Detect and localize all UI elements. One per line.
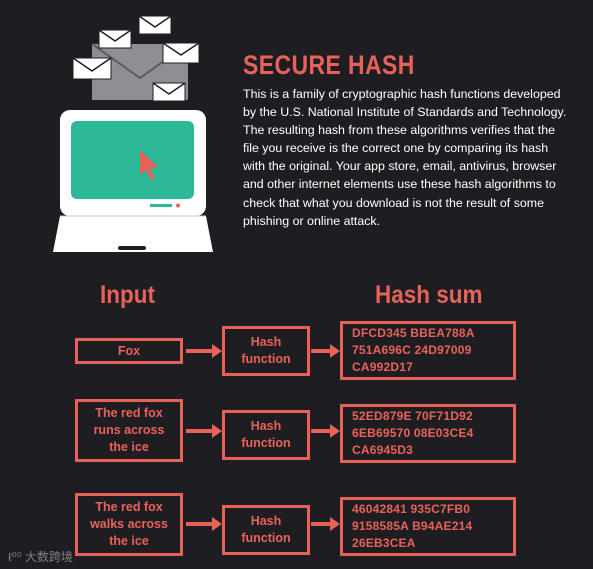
cursor-icon: [140, 150, 158, 180]
hash-sum-box: 46042841 935C7FB0 9158585A B94AE214 26EB…: [340, 497, 516, 556]
function-label: function: [241, 352, 291, 366]
hash-function-box: Hash function: [222, 410, 310, 460]
envelope-icon: [152, 82, 186, 102]
arrow-icon: [186, 517, 222, 531]
hash-function-box: Hash function: [222, 326, 310, 376]
arrow-icon: [311, 517, 340, 531]
input-text: runs across: [93, 423, 165, 437]
description-text: This is a family of cryptographic hash f…: [243, 87, 567, 228]
input-text: The red fox: [95, 500, 163, 514]
envelope-icon: [138, 15, 172, 35]
function-label: Hash: [250, 514, 282, 528]
hash-line: 751A696C 24D97009: [352, 343, 472, 357]
input-text: The red fox: [95, 406, 163, 420]
hash-line: 9158585A B94AE214: [352, 519, 473, 533]
laptop-illustration: [53, 15, 213, 252]
input-column-header: Input: [100, 281, 155, 309]
envelope-icon: [98, 29, 132, 49]
hash-sum-box: 52ED879E 70F71D92 6EB69570 08E03CE4 CA69…: [340, 404, 516, 463]
input-text: walks across: [90, 517, 168, 531]
page-title: SECURE HASH: [243, 50, 415, 80]
watermark: ℓ⁰⁰ 大数跨境: [8, 548, 73, 565]
input-box: The red fox runs across the ice: [75, 399, 183, 462]
function-label: Hash: [250, 419, 282, 433]
arrow-icon: [311, 424, 340, 438]
hash-line: 52ED879E 70F71D92: [352, 409, 473, 423]
envelope-icon: [162, 42, 200, 64]
hash-line: 26EB3CEA: [352, 536, 416, 550]
input-box: The red fox walks across the ice: [75, 493, 183, 556]
function-label: function: [241, 531, 291, 545]
hash-sum-column-header: Hash sum: [375, 281, 483, 309]
function-label: Hash: [250, 335, 282, 349]
hash-line: DFCD345 BBEA788A: [352, 326, 475, 340]
watermark-text: 大数跨境: [24, 550, 73, 564]
function-label: function: [241, 436, 291, 450]
hash-sum-box: DFCD345 BBEA788A 751A696C 24D97009 CA992…: [340, 321, 516, 380]
arrow-icon: [186, 424, 222, 438]
envelope-icon: [72, 57, 112, 80]
hash-line: 6EB69570 08E03CE4: [352, 426, 474, 440]
hash-function-box: Hash function: [222, 505, 310, 555]
laptop-icon: [53, 110, 213, 252]
watermark-logo-icon: ℓ⁰⁰: [8, 550, 25, 564]
input-text: the ice: [109, 440, 149, 454]
arrow-icon: [311, 344, 340, 358]
hash-line: CA992D17: [352, 360, 413, 374]
hash-line: CA6945D3: [352, 443, 413, 457]
input-text: Fox: [117, 343, 141, 358]
arrow-icon: [186, 344, 222, 358]
hash-line: 46042841 935C7FB0: [352, 502, 471, 516]
input-text: the ice: [109, 534, 149, 548]
input-box: Fox: [75, 338, 183, 364]
